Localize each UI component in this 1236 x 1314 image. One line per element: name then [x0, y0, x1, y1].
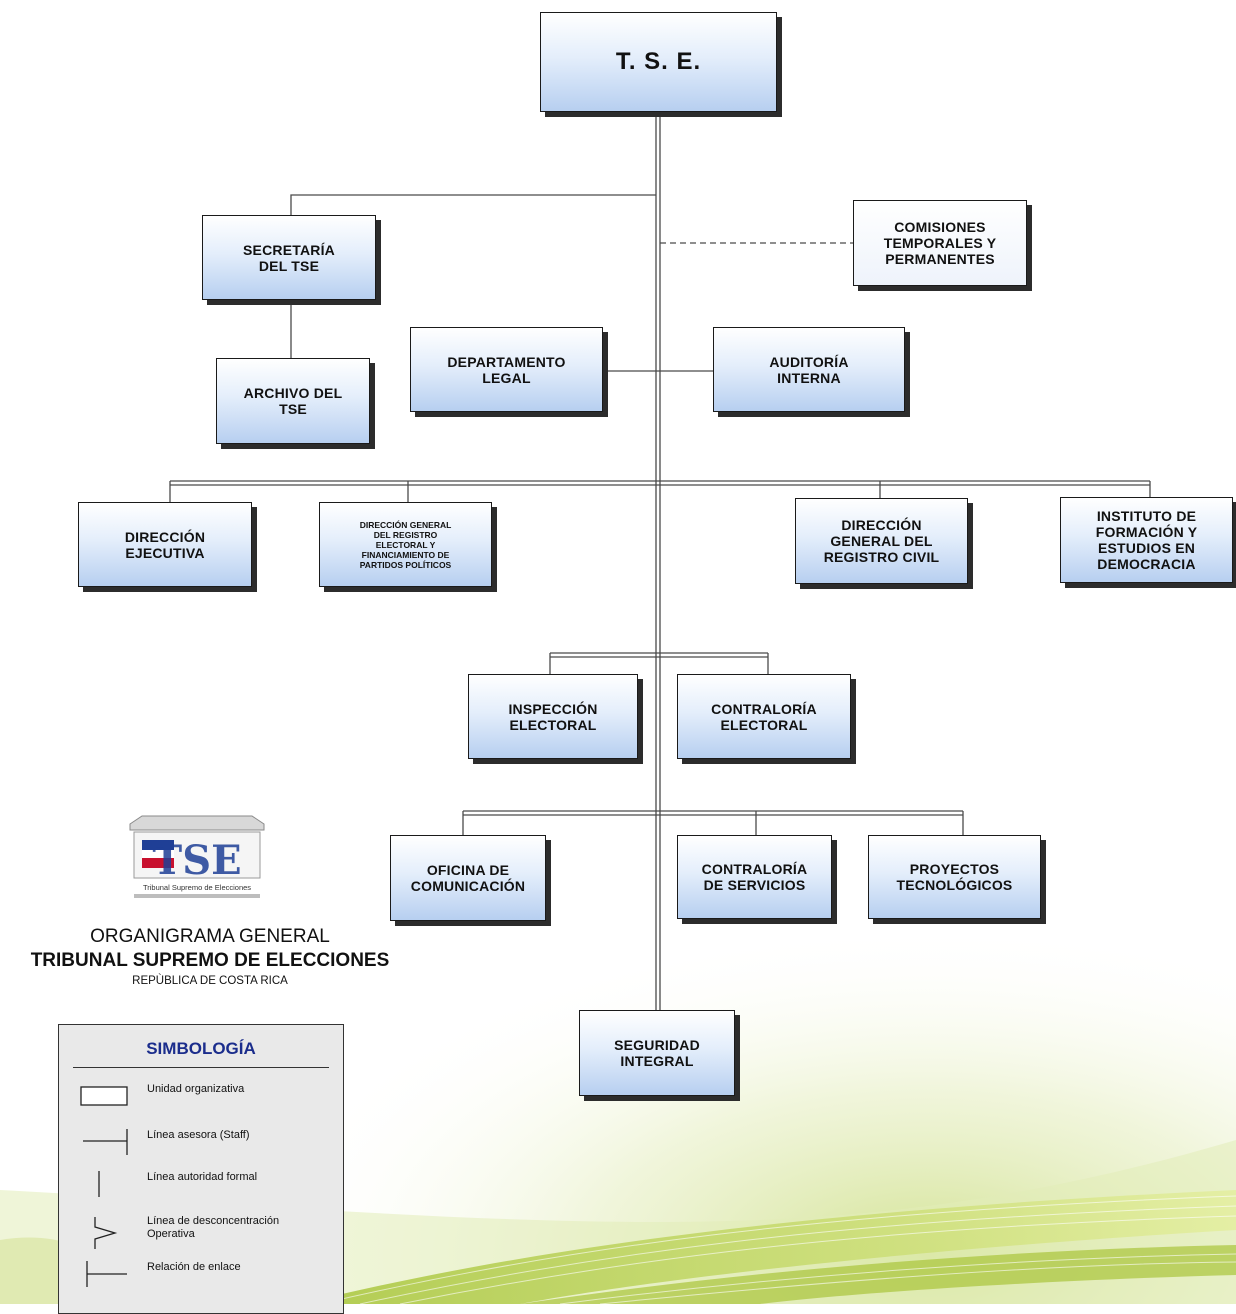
legend-item-staff: Línea asesora (Staff)	[59, 1129, 343, 1169]
tse-logo: TSE Tribunal Supremo de Elecciones	[129, 815, 265, 898]
node-archivo: ARCHIVO DEL TSE	[216, 358, 370, 444]
staff-line-symbol-icon	[83, 1129, 128, 1155]
node-instituto: INSTITUTO DE FORMACIÓN Y ESTUDIOS EN DEM…	[1060, 497, 1233, 583]
caption-tribunal: TRIBUNAL SUPREMO DE ELECCIONES	[30, 950, 390, 971]
legend-item-enlace: Relación de enlace	[59, 1261, 343, 1301]
node-departamento-legal: DEPARTAMENTO LEGAL	[410, 327, 603, 412]
node-tse: T. S. E.	[540, 12, 777, 112]
node-direccion-ejecutiva: DIRECCIÓN EJECUTIVA	[78, 502, 252, 587]
legend-label: Línea autoridad formal	[147, 1171, 258, 1183]
legend-label: Línea de desconcentración Operativa	[147, 1215, 280, 1240]
legend-label: Relación de enlace	[147, 1261, 241, 1273]
node-secretaria: SECRETARÍA DEL TSE	[202, 215, 376, 300]
link-line-symbol-icon	[86, 1261, 127, 1287]
legend-item-unidad: Unidad organizativa	[59, 1083, 343, 1123]
node-registro-electoral: DIRECCIÓN GENERAL DEL REGISTRO ELECTORAL…	[319, 502, 492, 587]
node-inspeccion-electoral: INSPECCIÓN ELECTORAL	[468, 674, 638, 759]
zigzag-line-symbol-icon	[94, 1217, 118, 1249]
node-oficina-comunicacion: OFICINA DE COMUNICACIÓN	[390, 835, 546, 921]
caption-republica: REPÙBLICA DE COSTA RICA	[132, 975, 288, 987]
node-seguridad-integral: SEGURIDAD INTEGRAL	[579, 1010, 735, 1096]
node-contraloria-electoral: CONTRALORÍA ELECTORAL	[677, 674, 851, 759]
legend-panel: SIMBOLOGÍA Unidad organizativa Línea ase…	[58, 1024, 344, 1314]
legend-item-autoridad: Línea autoridad formal	[59, 1171, 343, 1211]
legend-label: Línea asesora (Staff)	[147, 1129, 250, 1141]
legend-item-desconcentracion: Línea de desconcentración Operativa	[59, 1215, 343, 1255]
legend-title: SIMBOLOGÍA	[146, 1039, 256, 1058]
node-contraloria-servicios: CONTRALORÍA DE SERVICIOS	[677, 835, 832, 919]
legend-divider	[73, 1067, 329, 1068]
svg-text:Tribunal Supremo de Elecciones: Tribunal Supremo de Elecciones	[143, 883, 251, 892]
rectangle-symbol-icon	[80, 1086, 128, 1106]
node-registro-civil: DIRECCIÓN GENERAL DEL REGISTRO CIVIL	[795, 498, 968, 584]
node-auditoria: AUDITORÍA INTERNA	[713, 327, 905, 412]
caption-organigrama: ORGANIGRAMA GENERAL	[90, 926, 330, 947]
svg-text:TSE: TSE	[152, 837, 241, 884]
vertical-line-symbol-icon	[98, 1171, 100, 1197]
legend-label: Unidad organizativa	[147, 1083, 245, 1095]
node-proyectos-tecnologicos: PROYECTOS TECNOLÓGICOS	[868, 835, 1041, 919]
node-comisiones: COMISIONES TEMPORALES Y PERMANENTES	[853, 200, 1027, 286]
